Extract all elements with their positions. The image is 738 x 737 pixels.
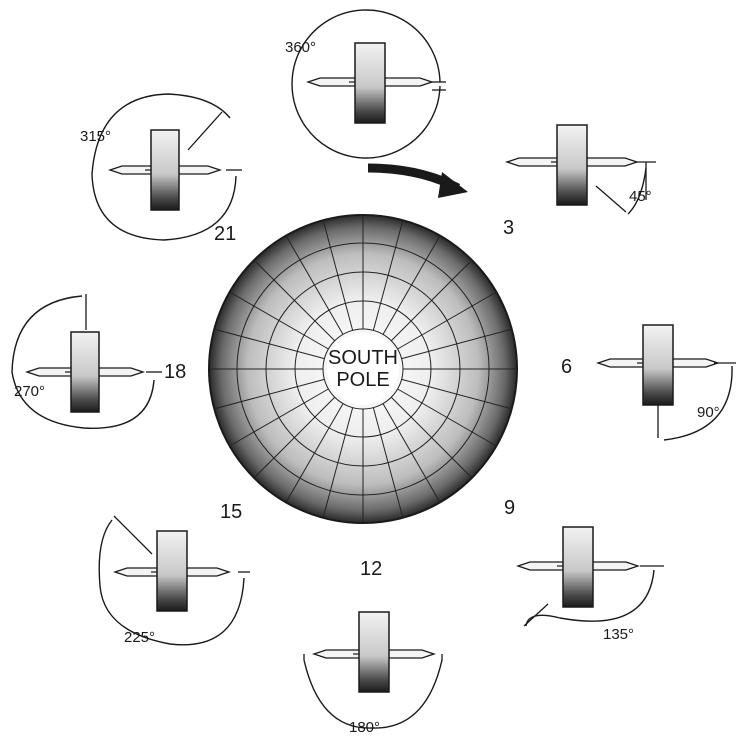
- gyro-unit-6: [598, 325, 718, 405]
- angle-label-225: 225°: [124, 629, 155, 646]
- gyro-unit-15: [115, 531, 229, 611]
- pole-label-line-1: SOUTH: [328, 347, 398, 369]
- hour-label-9: 9: [504, 497, 515, 519]
- gyro-wheel: [359, 612, 389, 692]
- gyro-unit-18: [27, 332, 143, 412]
- gyro-unit-21: [110, 130, 220, 210]
- hour-label-3: 3: [503, 217, 514, 239]
- gyro-wheel: [557, 125, 587, 205]
- hour-label-12: 12: [360, 558, 382, 580]
- gyro-unit-9: [518, 527, 638, 607]
- globe: SOUTH POLE: [209, 215, 517, 523]
- hour-label-6: 6: [561, 356, 572, 378]
- hour-label-18: 18: [164, 361, 186, 383]
- rotation-arrow-head: [438, 172, 468, 198]
- gyro-unit-12: [314, 612, 434, 692]
- gyro-wheel: [643, 325, 673, 405]
- angle-label-45: 45°: [629, 188, 652, 205]
- pole-label-line-2: POLE: [336, 369, 389, 391]
- gyro-wheel: [157, 531, 187, 611]
- angle-label-270: 270°: [14, 383, 45, 400]
- hour-label-21: 21: [214, 223, 236, 245]
- angle-label-360: 360°: [285, 39, 316, 56]
- gyro-wheel: [151, 130, 179, 210]
- gyro-wheel: [563, 527, 593, 607]
- angle-label-90: 90°: [697, 404, 720, 421]
- gyro-unit-3: [507, 125, 637, 205]
- gyro-wheel: [355, 43, 385, 123]
- hour-label-15: 15: [220, 501, 242, 523]
- gyro-unit-360: [308, 43, 432, 123]
- gyro-wheel: [71, 332, 99, 412]
- angle-label-315: 315°: [80, 128, 111, 145]
- angle-label-180: 180°: [349, 719, 380, 736]
- angle-label-135: 135°: [603, 626, 634, 643]
